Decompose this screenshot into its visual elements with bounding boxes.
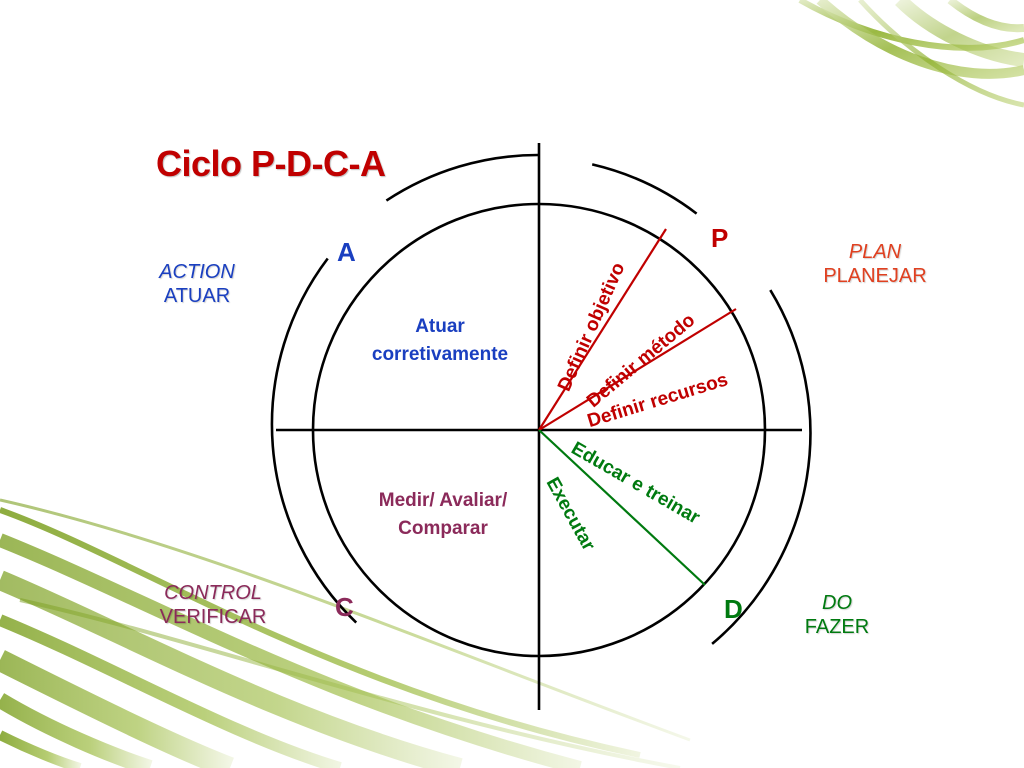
swoosh-bottom-left [0, 498, 691, 768]
plan-english: PLAN [848, 241, 902, 263]
do-divider [538, 429, 706, 586]
outer-arc-check [270, 257, 358, 624]
swoosh-top-right [798, 0, 1024, 108]
plan-divider-2 [538, 308, 737, 431]
do-side-label: DO FAZER [790, 591, 884, 639]
outer-arc-action [385, 153, 540, 202]
action-side-label: ACTION ATUAR [140, 260, 254, 308]
action-english: ACTION [159, 261, 235, 283]
letter-a: A [337, 237, 356, 267]
plan-side-label: PLAN PLANEJAR [812, 240, 938, 288]
outer-ring [270, 153, 812, 645]
action-text-line-2: corretivamente [371, 344, 509, 365]
do-portuguese: FAZER [804, 616, 870, 638]
check-text-line-1: Medir/ Avaliar/ [378, 490, 508, 511]
page-title: Ciclo P-D-C-A [156, 143, 386, 184]
letter-p: P [711, 223, 729, 253]
control-portuguese: VERIFICAR [159, 606, 267, 628]
check-quadrant-text: Medir/ Avaliar/ Comparar [340, 487, 546, 543]
action-quadrant-text: Atuar corretivamente [340, 313, 540, 369]
letter-c: C [335, 592, 354, 622]
do-english: DO [822, 592, 852, 614]
plan-portuguese: PLANEJAR [823, 265, 927, 287]
check-text-line-2: Comparar [398, 518, 488, 539]
action-text-line-1: Atuar [415, 316, 465, 337]
control-english: CONTROL [164, 582, 262, 604]
control-side-label: CONTROL VERIFICAR [148, 581, 278, 629]
plan-divider-1 [538, 228, 667, 431]
action-portuguese: ATUAR [163, 285, 231, 307]
letter-d: D [724, 594, 743, 624]
outer-arc-do [711, 289, 812, 645]
outer-arc-plan [591, 163, 698, 215]
